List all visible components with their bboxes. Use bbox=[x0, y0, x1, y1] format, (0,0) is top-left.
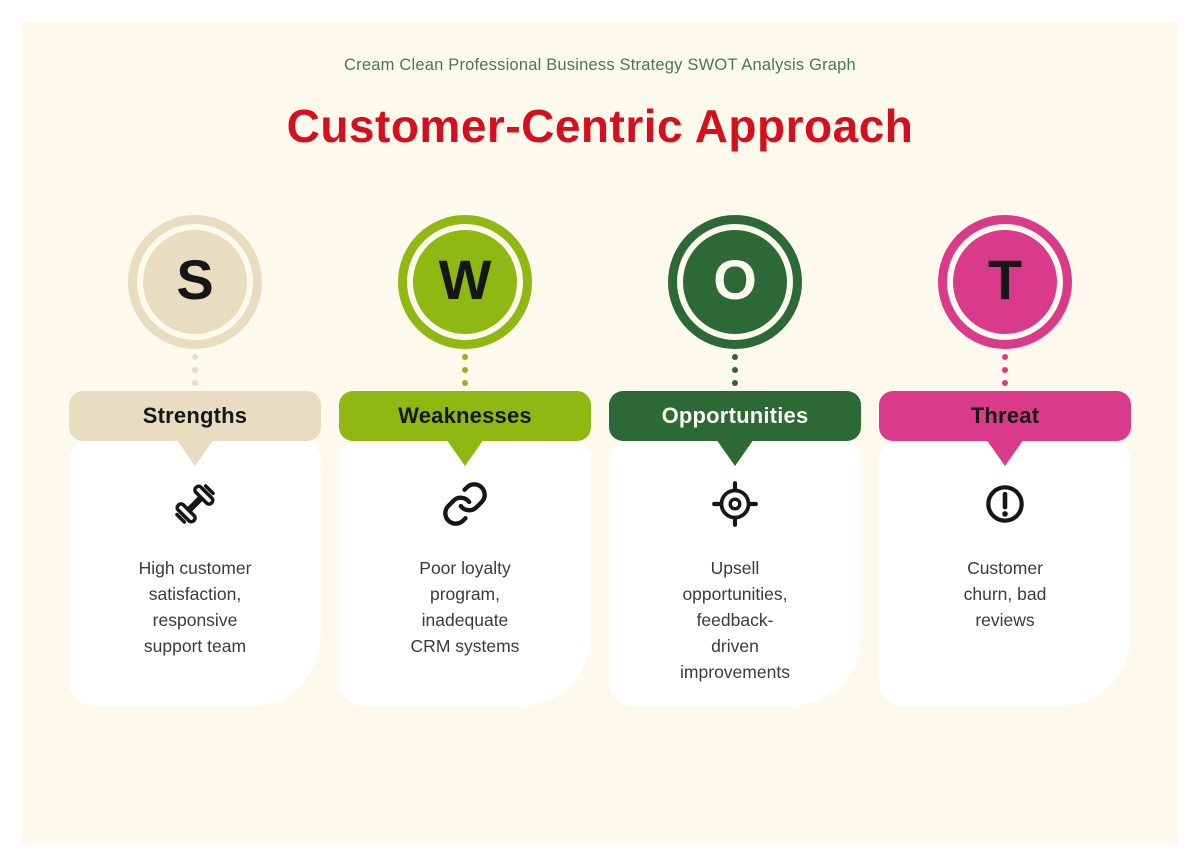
threat-circle: T bbox=[938, 215, 1072, 349]
swot-column-threat: T Threat Customer churn, bad reviews bbox=[879, 215, 1131, 706]
weaknesses-card: Poor loyalty program, inadequate CRM sys… bbox=[339, 441, 591, 706]
threat-banner: Threat bbox=[879, 391, 1131, 441]
alert-icon bbox=[980, 479, 1030, 529]
weaknesses-description: Poor loyalty program, inadequate CRM sys… bbox=[410, 558, 520, 656]
threat-letter: T bbox=[987, 248, 1023, 311]
target-icon bbox=[710, 479, 760, 529]
swot-column-weaknesses: W Weaknesses Poor loyalty program, inade… bbox=[339, 215, 591, 706]
opportunities-circle: O bbox=[668, 215, 802, 349]
opportunities-letter: O bbox=[713, 248, 757, 311]
swot-column-strengths: S Strengths bbox=[69, 215, 321, 706]
weaknesses-label: Weaknesses bbox=[398, 403, 532, 428]
opportunities-card: Upsell opportunities, feedback- driven i… bbox=[609, 441, 861, 706]
opportunities-label: Opportunities bbox=[661, 403, 809, 428]
document-subtitle: Cream Clean Professional Business Strate… bbox=[344, 56, 856, 74]
dotted-connector bbox=[462, 349, 468, 391]
dotted-connector bbox=[1002, 349, 1008, 391]
strengths-card: High customer satisfaction, responsive s… bbox=[69, 441, 321, 706]
page-title: Customer-Centric Approach bbox=[286, 100, 914, 152]
weaknesses-circle: W bbox=[398, 215, 532, 349]
strengths-label: Strengths bbox=[142, 403, 248, 428]
chain-link-icon bbox=[440, 479, 490, 529]
opportunities-description: Upsell opportunities, feedback- driven i… bbox=[680, 558, 790, 682]
threat-label: Threat bbox=[970, 403, 1040, 428]
strengths-banner: Strengths bbox=[69, 391, 321, 441]
weaknesses-banner: Weaknesses bbox=[339, 391, 591, 441]
strengths-circle: S bbox=[128, 215, 262, 349]
threat-description: Customer churn, bad reviews bbox=[963, 558, 1047, 630]
swot-column-opportunities: O Opportunities bbox=[609, 215, 861, 706]
swot-columns: S Strengths bbox=[22, 215, 1178, 706]
dumbbell-icon bbox=[170, 479, 220, 529]
strengths-description: High customer satisfaction, responsive s… bbox=[138, 558, 252, 656]
dotted-connector bbox=[732, 349, 738, 391]
threat-card: Customer churn, bad reviews bbox=[879, 441, 1131, 706]
infographic-panel: Cream Clean Professional Business Strate… bbox=[22, 22, 1178, 844]
strengths-letter: S bbox=[176, 248, 214, 311]
weaknesses-letter: W bbox=[438, 248, 492, 311]
dotted-connector bbox=[192, 349, 198, 391]
opportunities-banner: Opportunities bbox=[609, 391, 861, 441]
